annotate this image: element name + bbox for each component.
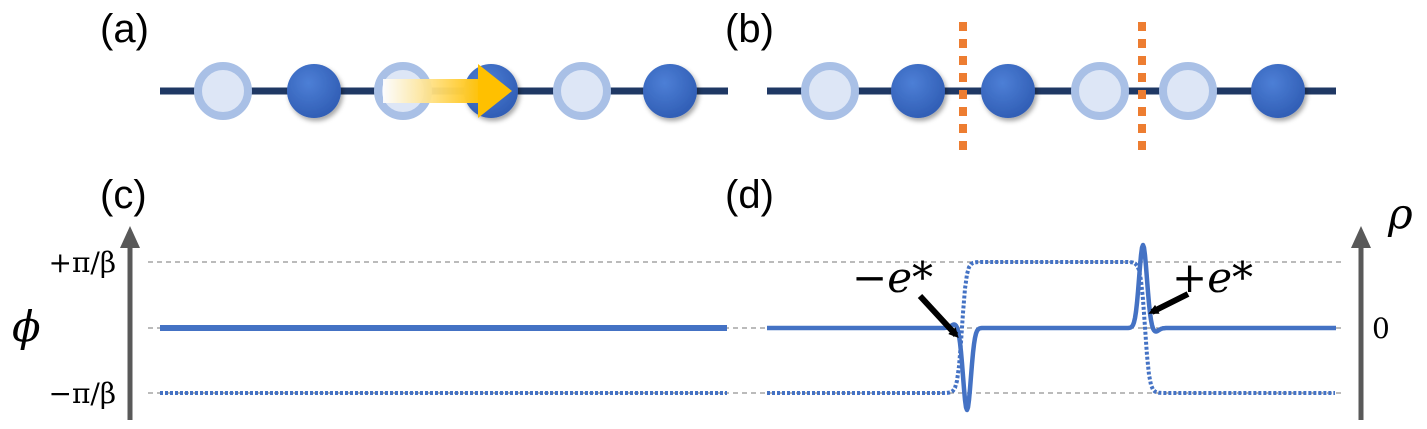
- phase-curve-d: [767, 260, 1335, 395]
- tick-label-plus-pi: +π/β: [49, 246, 116, 279]
- arrow-positive-charge: [1148, 291, 1190, 315]
- filled-site: [981, 64, 1035, 118]
- hopping-arrow: [383, 64, 512, 118]
- panel-label-b: (b): [725, 7, 774, 51]
- phi-axis-label: ϕ: [12, 302, 41, 351]
- tick-label-zero: 0: [1372, 312, 1390, 345]
- filled-site: [1251, 64, 1305, 118]
- filled-site: [287, 64, 341, 118]
- filled-site: [891, 64, 945, 118]
- plot-c: [160, 325, 727, 395]
- right-axis: ρ 0: [1351, 189, 1413, 420]
- plot-d: −e* +e*: [765, 242, 1338, 413]
- tick-label-minus-pi: −π/β: [49, 377, 116, 410]
- rho-axis-label: ρ: [1387, 189, 1413, 238]
- left-axis: +π/β −π/β ϕ: [12, 226, 140, 420]
- left-axis-arrowhead: [120, 226, 140, 248]
- empty-site: [801, 62, 859, 120]
- density-curve-d: [765, 242, 1338, 413]
- panel-label-c: (c): [100, 173, 147, 217]
- empty-site: [194, 62, 252, 120]
- arrow-negative-charge: [917, 293, 959, 338]
- label-negative-charge: −e*: [852, 253, 933, 302]
- empty-site: [1071, 62, 1129, 120]
- filled-site: [643, 64, 697, 118]
- chain-a: [160, 62, 728, 120]
- panel-label-d: (d): [725, 173, 774, 217]
- chain-b: [767, 22, 1336, 154]
- label-positive-charge: +e*: [1172, 253, 1253, 302]
- empty-site: [553, 62, 611, 120]
- panel-label-a: (a): [100, 7, 149, 51]
- empty-site: [1159, 62, 1217, 120]
- right-axis-arrowhead: [1351, 226, 1371, 248]
